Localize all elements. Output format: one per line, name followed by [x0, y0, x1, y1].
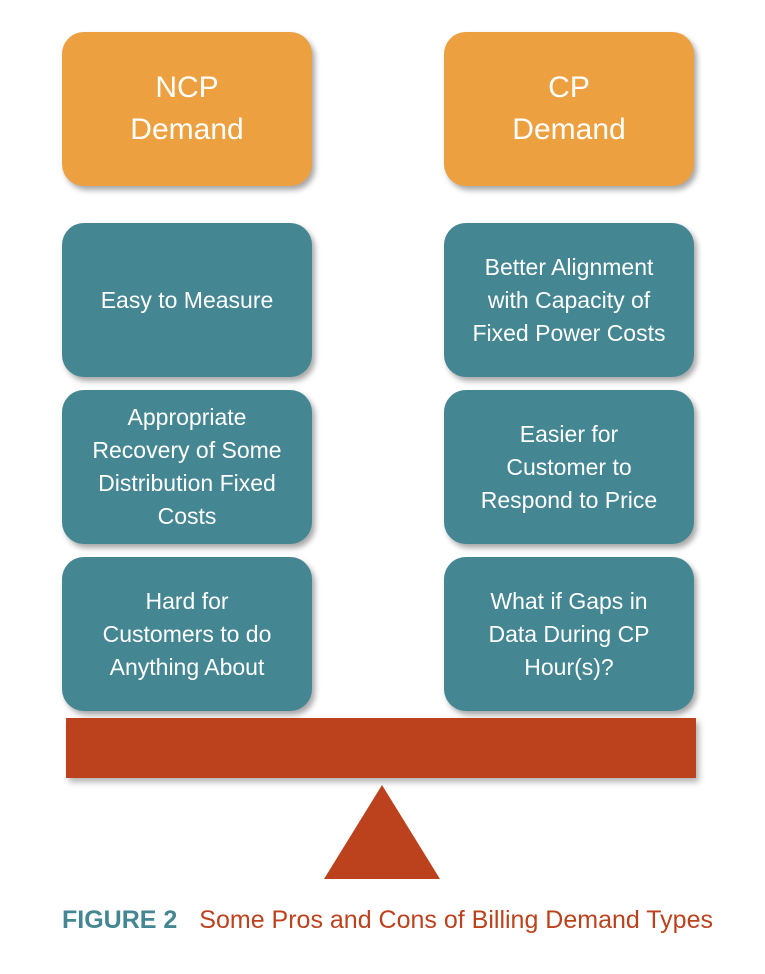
ncp-demand-header: NCP Demand: [62, 32, 312, 186]
item-line: Anything About: [109, 653, 265, 680]
item-line: Customer to: [506, 453, 632, 480]
fulcrum-triangle-icon: [324, 785, 440, 879]
item-line: Easy to Measure: [100, 286, 274, 313]
ncp-item-hard-for-customers: Hard for Customers to do Anything About: [62, 557, 312, 711]
header-line: Demand: [130, 113, 244, 146]
figure-caption: FIGURE 2 Some Pros and Cons of Billing De…: [62, 906, 713, 935]
item-line: Recovery of Some: [92, 437, 282, 463]
item-line: Appropriate: [127, 404, 247, 430]
item-line: Respond to Price: [480, 486, 658, 513]
item-line: Hard for: [145, 587, 229, 614]
item-line: Fixed Power Costs: [472, 319, 666, 346]
item-line: Costs: [157, 503, 217, 529]
item-line: Hour(s)?: [524, 653, 614, 680]
header-line: NCP: [155, 71, 219, 104]
cp-item-better-alignment: Better Alignment with Capacity of Fixed …: [444, 223, 694, 377]
header-line: CP: [548, 71, 590, 104]
figure-label: FIGURE 2: [62, 906, 178, 934]
balance-beam: [66, 718, 696, 778]
ncp-item-easy-to-measure: Easy to Measure: [62, 223, 312, 377]
item-line: What if Gaps in: [490, 587, 648, 614]
item-line: Data During CP: [488, 620, 650, 647]
item-line: with Capacity of: [487, 286, 651, 313]
item-line: Customers to do: [102, 620, 272, 647]
cp-item-easier-for-customer: Easier for Customer to Respond to Price: [444, 390, 694, 544]
cp-item-what-if-gaps: What if Gaps in Data During CP Hour(s)?: [444, 557, 694, 711]
item-line: Better Alignment: [484, 253, 654, 280]
item-line: Easier for: [519, 420, 619, 447]
figure-title: Some Pros and Cons of Billing Demand Typ…: [199, 906, 713, 934]
cp-demand-header: CP Demand: [444, 32, 694, 186]
header-line: Demand: [512, 113, 626, 146]
item-line: Distribution Fixed: [98, 470, 276, 496]
ncp-item-appropriate-recovery: Appropriate Recovery of Some Distributio…: [62, 390, 312, 544]
